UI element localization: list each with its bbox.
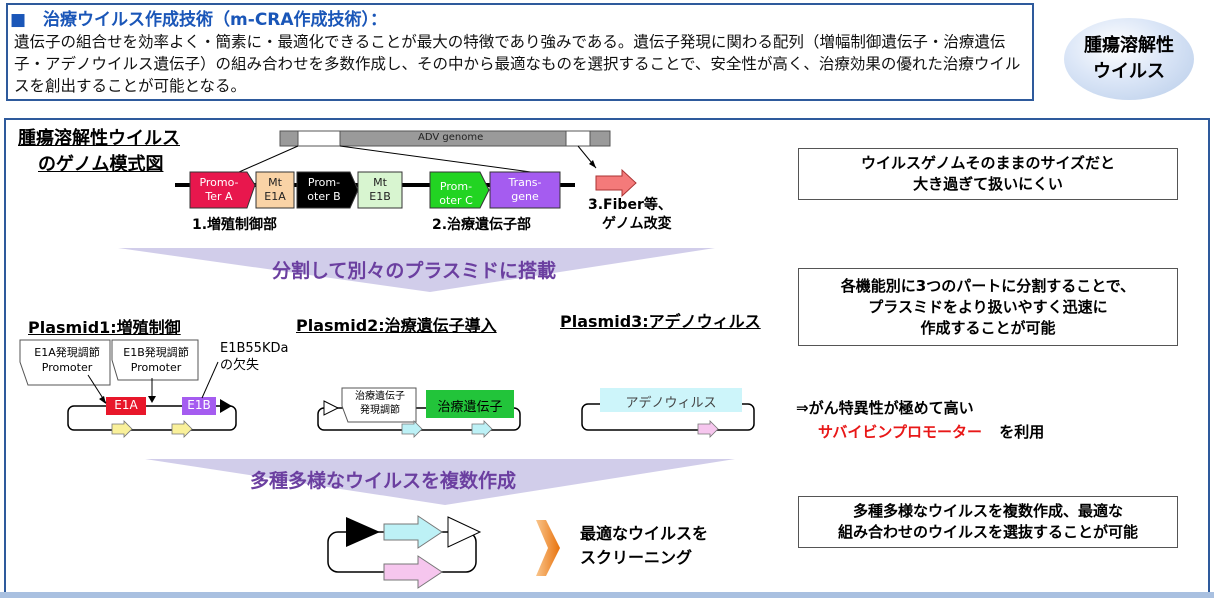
plasmid1-e1b-label: E1B [187, 398, 211, 412]
plasmid2-title: Plasmid2:治療遺伝子導入 [296, 316, 497, 335]
deletion-pointer [201, 361, 219, 399]
header-description: 遺伝子の組合せを効率よく・簡素に・最適化できることが最大の特徴であり強みである。… [14, 33, 1021, 95]
plasmid2-gene-label: 治療遺伝子 [437, 400, 503, 415]
adv-genome-slot-left [297, 130, 341, 147]
bottom-bar [0, 592, 1214, 598]
banner-split: 分割して別々のプラスミドに搭載 [272, 260, 557, 282]
element-mt-e1b [357, 171, 403, 209]
note-split-parts: 各機能別に3つのパートに分割することで、プラスミドをより扱いやすく迅速に作成する… [798, 268, 1178, 346]
element-promoter-a [189, 171, 256, 209]
plasmid1-yellow-arrow-1 [111, 420, 133, 438]
plasmid3-label: アデノウィルス [625, 396, 717, 411]
genome-title-line1: 腫瘍溶解性ウイルス [18, 128, 180, 149]
zoom-line-right [339, 145, 561, 177]
plasmid2-callout: 治療遺伝子発現調節 [355, 391, 405, 416]
adv-genome-bar [279, 130, 611, 147]
assembled-white-arrow [447, 516, 482, 548]
header-title: ■ 治療ウイルス作成技術（m-CRA作成技術）： [10, 10, 388, 30]
plasmid1-promoter-arrow [220, 399, 232, 413]
plasmid3-title: Plasmid3:アデノウィルス [560, 312, 761, 331]
oval-line2: ウイルス [1093, 61, 1165, 82]
oval-line1: 腫瘍溶解性 [1084, 35, 1174, 56]
plasmid1-ring [67, 405, 237, 431]
element-promoter-b-label: Prom-oter B [307, 176, 341, 203]
label-fiber-modification: 3.Fiber等、 ゲノム改変 [588, 197, 672, 232]
fiber-pointer-head [589, 160, 596, 168]
genome-title-line2: のゲノム模式図 [38, 154, 164, 175]
plasmid2-cyan-arrow-1 [401, 420, 423, 438]
plasmid3-block [600, 388, 742, 412]
plasmid3-pink-arrow [697, 420, 719, 438]
element-promoter-b [296, 171, 359, 209]
note-multiple-viruses: 多種多様なウイルスを複数作成、最適な組み合わせのウイルスを選抜することが可能 [798, 496, 1178, 548]
header-box [6, 3, 1034, 101]
assembled-pink-arrow [383, 555, 443, 589]
banner-multi-shape [145, 459, 735, 505]
oncolytic-virus-oval: 腫瘍溶解性 ウイルス [1064, 18, 1194, 100]
plasmid1-e1b-block [182, 397, 216, 415]
adv-genome-slot-right [565, 130, 591, 147]
plasmid1-e1a-label: E1A [114, 398, 138, 412]
element-transgene-label: Trans-gene [508, 176, 542, 203]
survivin-promoter-text: サバイビンプロモーター [818, 423, 982, 441]
assembled-promoter-arrow [346, 517, 380, 547]
element-promoter-a-label: Promo-Ter A [199, 176, 239, 203]
adv-genome-label: ADV genome [418, 132, 484, 143]
screening-arrow [536, 520, 560, 576]
plasmid1-title: Plasmid1:増殖制御 [28, 318, 181, 337]
fiber-arrow [595, 168, 637, 198]
plasmid1-e1a-block [106, 397, 146, 415]
plasmid1-yellow-arrow-2 [171, 420, 193, 438]
element-mt-e1a [255, 171, 295, 209]
note-genome-too-large: ウイルスゲノムそのままのサイズだと大き過ぎて扱いにくい [798, 148, 1178, 200]
assembled-cyan-arrow [383, 515, 443, 549]
plasmid1-callout1-shape [19, 339, 111, 386]
screening-text: 最適なウイルスをスクリーニング [580, 524, 709, 567]
plasmid2-cyan-arrow-2 [471, 420, 493, 438]
plasmid2-gene-block [426, 390, 514, 418]
element-promoter-c-label: Prom-oter C [439, 180, 473, 207]
plasmid2-callout-shape [341, 387, 417, 423]
note-survivin-promoter: ⇒がん特異性が極めて高い サバイビンプロモーター を利用 [796, 399, 1045, 441]
plasmid1-callout2-shape [111, 339, 199, 381]
callout2-pointer-head [148, 396, 156, 403]
plasmid2-promoter-arrow [323, 400, 340, 416]
banner-multi: 多種多様なウイルスを複数作成 [250, 470, 517, 492]
banner-split-shape [118, 248, 715, 292]
element-transgene [489, 171, 561, 209]
zoom-line-left [229, 145, 299, 177]
label-proliferation-control: 1.増殖制御部 [192, 217, 278, 233]
label-therapeutic-gene: 2.治療遺伝子部 [432, 217, 532, 233]
element-promoter-c [429, 171, 490, 209]
callout1-pointer-head [99, 396, 106, 404]
